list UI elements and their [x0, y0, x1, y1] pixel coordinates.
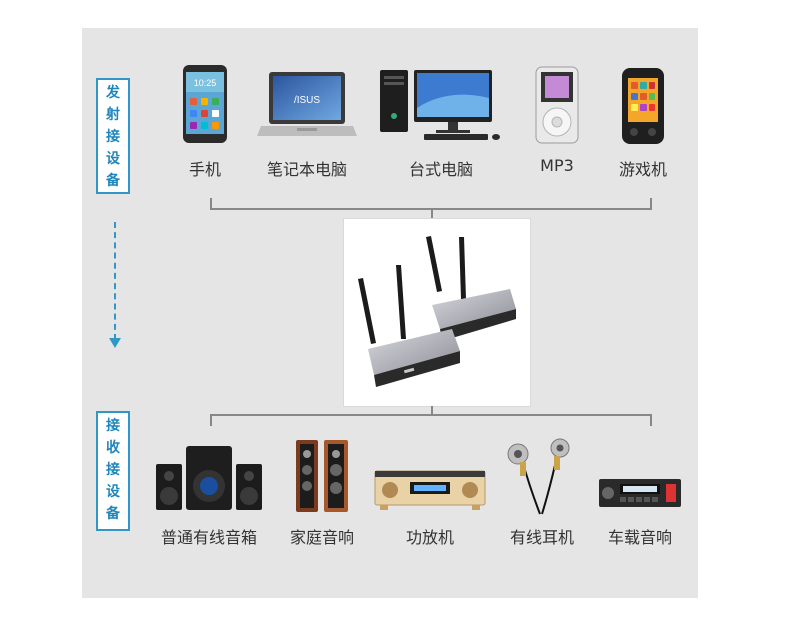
device-speaker-system: 普通有线音箱 [150, 438, 268, 554]
label-char: 接 [106, 129, 120, 145]
label-char: 备 [106, 506, 120, 522]
device-label: 车载音响 [607, 528, 672, 547]
earphones-icon [507, 438, 570, 515]
center-device-photo [344, 219, 530, 406]
device-label: 有线耳机 [509, 528, 574, 547]
device-amplifier: 功放机 [368, 438, 492, 554]
connector-line [431, 406, 433, 415]
svg-text:10:25: 10:25 [194, 78, 217, 88]
device-mp3-player: MP3 [522, 62, 592, 182]
connector-line [210, 198, 212, 210]
amplifier-icon [374, 470, 486, 510]
connector-line [431, 208, 433, 219]
device-label: 游戏机 [618, 160, 667, 179]
arrow-down-icon [109, 338, 121, 348]
connector-line [210, 414, 652, 416]
laptop-icon: /ISUS [257, 72, 357, 136]
wireless-transmitter-receiver-icon [358, 236, 516, 387]
device-label: 普通有线音箱 [160, 528, 257, 547]
smartphone-icon: 10:25 [183, 65, 227, 143]
device-earphones: 有线耳机 [500, 432, 584, 554]
car-stereo-icon [599, 479, 681, 507]
flow-arrow-line [114, 222, 116, 340]
label-char: 收 [106, 440, 120, 456]
device-label: 手机 [188, 160, 221, 179]
handheld-console-icon [622, 68, 664, 144]
label-char: 接 [106, 462, 120, 478]
label-char: 设 [106, 151, 120, 167]
device-handheld-console: 游戏机 [606, 62, 680, 182]
receive-devices-label: 接 收 接 设 备 [96, 411, 130, 531]
label-char: 发 [106, 85, 120, 101]
device-label: 笔记本电脑 [266, 160, 347, 179]
device-label: 功放机 [405, 528, 454, 547]
device-laptop: /ISUS 笔记本电脑 [252, 62, 362, 182]
label-char: 备 [106, 173, 120, 189]
svg-text:/ISUS: /ISUS [294, 95, 320, 106]
floor-speakers-icon [296, 440, 348, 512]
desktop-computer-icon [380, 70, 500, 140]
connector-line [650, 414, 652, 426]
connector-line [650, 198, 652, 210]
speaker-system-icon [156, 446, 262, 510]
transmit-devices-label: 发 射 接 设 备 [96, 78, 130, 194]
device-label: 家庭音响 [289, 528, 354, 547]
device-smartphone: 10:25 手机 [170, 62, 240, 182]
device-floor-speakers: 家庭音响 [282, 438, 362, 554]
mp3-player-icon [535, 66, 579, 144]
device-label: 台式电脑 [408, 160, 473, 179]
device-label: MP3 [540, 156, 574, 175]
label-char: 接 [106, 418, 120, 434]
device-desktop-computer: 台式电脑 [376, 62, 506, 182]
device-car-stereo: 车载音响 [596, 438, 684, 554]
label-char: 射 [106, 107, 120, 123]
label-char: 设 [106, 484, 120, 500]
connector-line [210, 414, 212, 426]
